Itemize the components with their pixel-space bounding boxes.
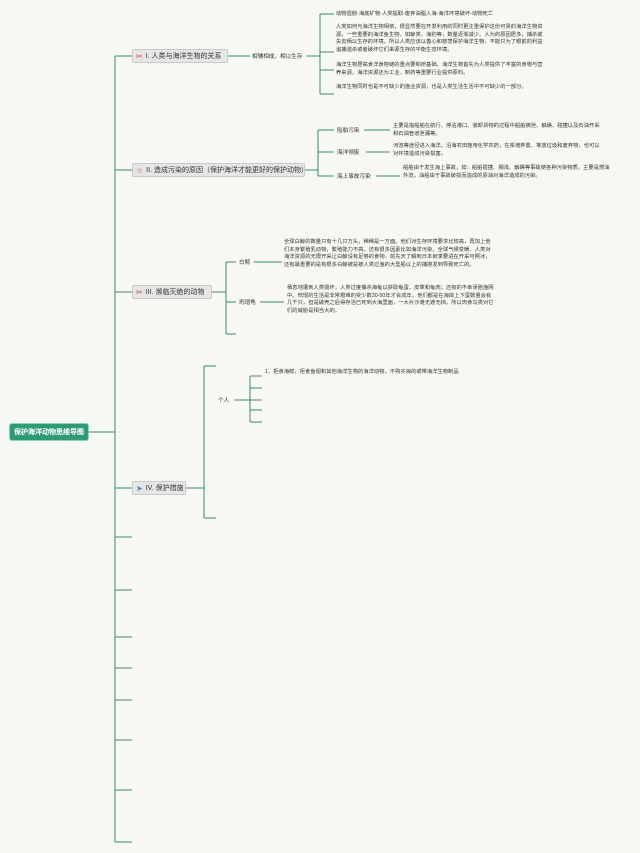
branch-relationship[interactable]: ✂ I. 人类与海洋生物的关系 [132, 49, 228, 63]
sub-node-ship-pollution[interactable]: 船舶污染 [337, 128, 360, 134]
branch-protection-measures[interactable]: ➤ IV. 保护措施 [132, 481, 186, 495]
branch-label: IV. 保护措施 [145, 485, 184, 492]
sub-node-ocean-dumping[interactable]: 海洋倾废 [337, 150, 360, 156]
branch-endangered-animals[interactable]: ✂ III. 濒临灭绝的动物 [132, 285, 212, 299]
scissors-icon: ✂ [136, 287, 143, 297]
detail-text: 海洋生物居高食洋食物链的重点要和桥基础。海洋生物首先为人类提供了丰富的食物与营养… [336, 62, 543, 76]
paper-plane-icon: ➤ [136, 483, 143, 493]
sub-node-individual[interactable]: 个人 [218, 398, 230, 404]
sub-node-coexist[interactable]: 相辅相成，相以生存 [252, 54, 303, 60]
sub-node-hawksbill-turtle[interactable]: 玳瑁龟 [239, 300, 256, 306]
branch-label: I. 人类与海洋生物的关系 [145, 53, 222, 60]
detail-text: 全球白鲸的数量只有十几只万头，稀稀是一方面。他们对生存环境要求比较高，再加上他们… [284, 239, 491, 268]
branch-label: III. 濒临灭绝的动物 [145, 289, 205, 296]
detail-text: 人类如何与海洋生物相依，很显然要在开发利用的同时更注重保护这份可贵的海洋生物资源… [336, 24, 543, 53]
detail-text: 河流等途径进入海洋。沿海农田施用化学农药，在岸滩弃置、堆放垃圾和废弃物，也可以对… [393, 143, 600, 157]
star-icon: ☆ [136, 165, 144, 175]
sub-node-beluga[interactable]: 白鲸 [239, 260, 251, 266]
scissors-icon: ✂ [136, 51, 143, 61]
detail-text: 主要是指船舶在航行、停泊港口、装卸货物的过程中船舶摘泄、触礁、碰撞以及石油开采和… [393, 123, 600, 137]
branch-pollution-causes[interactable]: ☆ II. 造成污染的原因（保护海洋才能更好的保护动物） [132, 163, 308, 177]
detail-text: 船舶由于发生海上事故，如：船舶碰撞、搁浅、触礁等事故使各种污染物质。主要是燃油外… [403, 165, 610, 179]
detail-text: 栖息地遭到人类毁坏，人类过度捕杀海龟以获取龟蛋、皮革和龟肉；还有的不幸误陷渔网中… [287, 285, 494, 314]
detail-text: 动物遗骸-海底矿物-人类提取-废弃油脂入海-海洋环境破坏-动物死亡 [336, 11, 494, 17]
sub-node-accident-pollution[interactable]: 海上事故污染 [337, 174, 371, 180]
root-node[interactable]: 保护海洋动物思维导图 [10, 424, 88, 440]
branch-label: II. 造成污染的原因（保护海洋才能更好的保护动物） [146, 167, 308, 174]
detail-text: 海洋生物同时也是不可缺少的渔业资源，也是人类生活生活中不可缺少的一部分。 [336, 84, 527, 90]
detail-text: 1、拒食海鲜，拒食鱼翅和其他海洋生物的海洋动物，不购买海的或带海洋生物制品 [265, 369, 459, 375]
